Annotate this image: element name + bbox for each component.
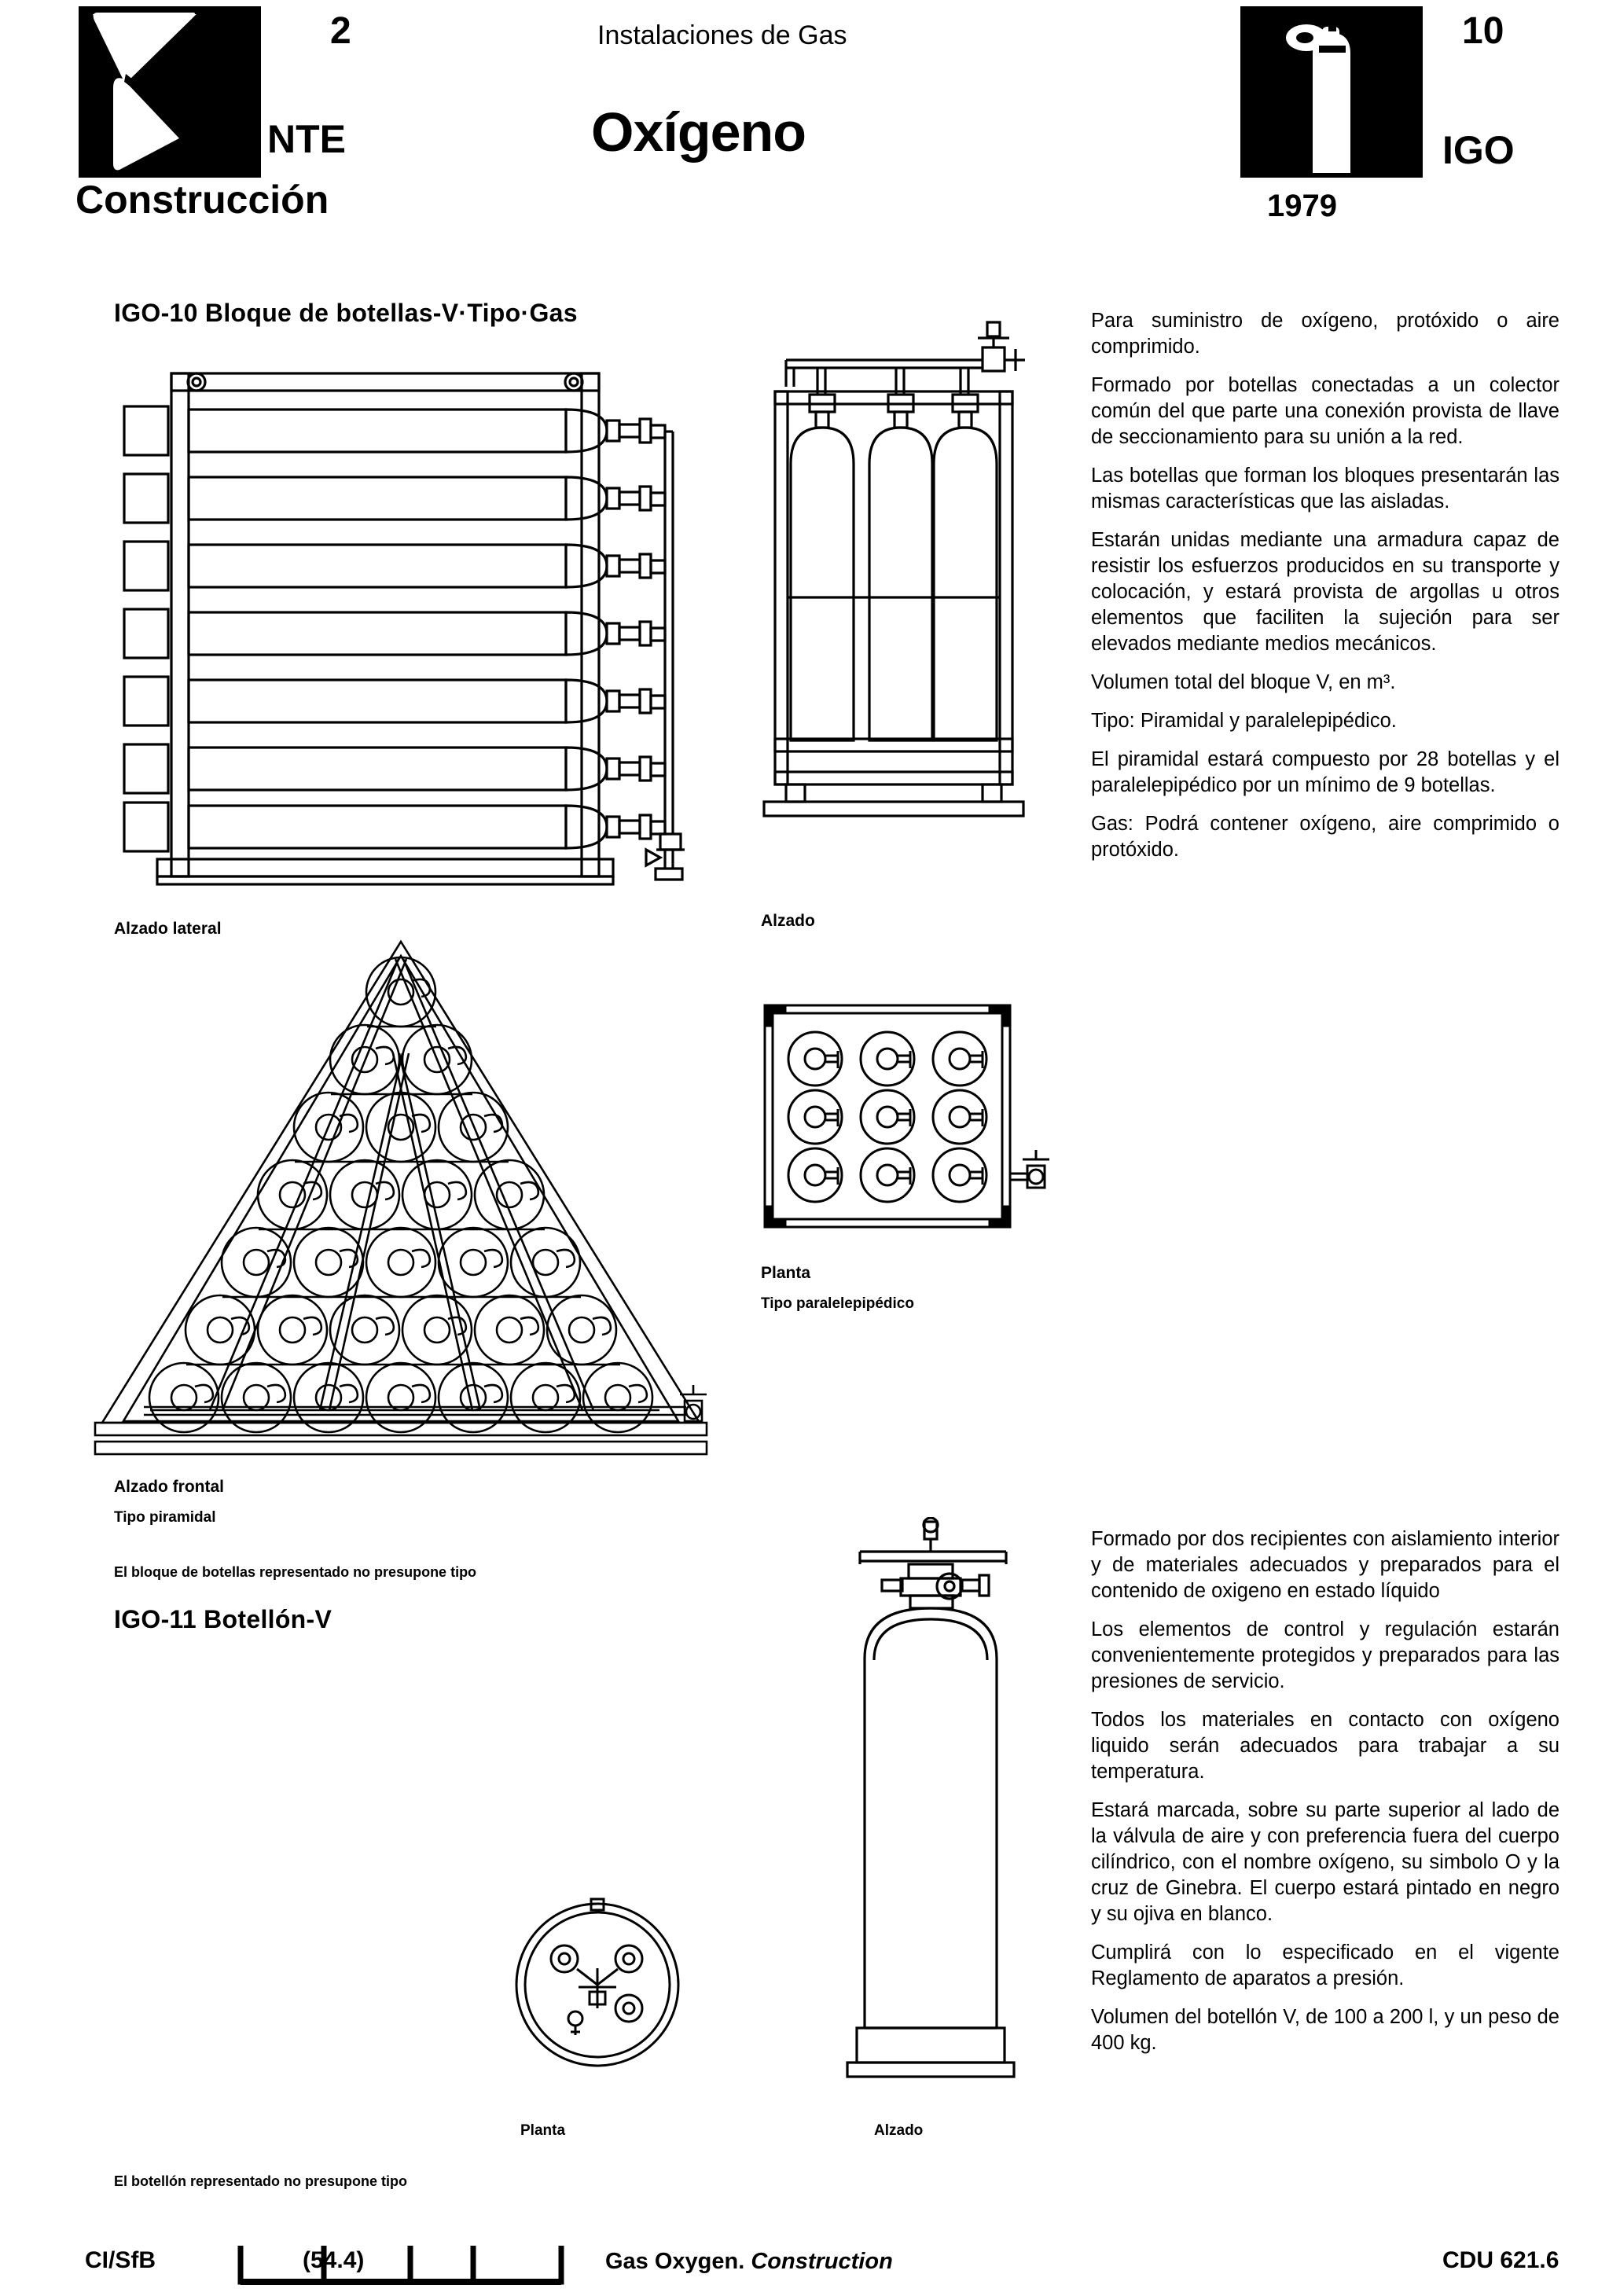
caption-tipo-piramidal: Tipo piramidal [114,1509,216,1526]
paragraph: Volumen total del bloque V, en m³. [1091,671,1396,693]
cdu-code: CDU 621.6 [1442,2247,1559,2273]
paragraph: Cumplirá con lo especificado en el vigen… [1091,1941,1559,1989]
page-header: 2 Instalaciones de Gas Oxígeno NTE Const… [0,0,1609,259]
drawing-front-elevation-pyramidal-block [90,935,727,1478]
paragraph: Volumen del botellón V, de 100 a 200 l, … [1091,2006,1559,2054]
drawing-side-elevation-bottle-block [110,358,707,908]
drawing-plan-view-botellon [503,1886,692,2083]
footer-title-italic: Construction [751,2249,893,2274]
caption-planta-botellon: Planta [520,2122,566,2139]
drawing-elevation-botellon [833,1517,1038,2099]
page-number-right: 10 [1462,10,1504,52]
paragraph: Estará marcada, sobre su parte superior … [1091,1799,1559,1925]
footer-title: Gas Oxygen. Construction [605,2249,893,2275]
drawing-plan-view-parallelepiped-block [751,994,1065,1254]
drawing-front-elevation-bottle-block [755,299,1069,896]
classification-boxes [237,2246,564,2285]
paragraph: Estarán unidas mediante una armadura cap… [1091,529,1559,655]
caption-alzado-frontal: Alzado frontal [114,1478,224,1496]
construccion-label: Construcción [75,178,329,222]
paragraph: Todos los materiales en contacto con oxí… [1091,1709,1559,1783]
paragraph: Formado por dos recipientes con aislamie… [1091,1528,1559,1602]
igo-label: IGO [1442,128,1515,172]
note-botellon: El botellón representado no presupone ti… [114,2173,408,2189]
page-title: Oxígeno [591,101,806,163]
footer-title-plain: Gas Oxygen. [605,2249,751,2274]
caption-alzado-botellon: Alzado [874,2122,924,2139]
paragraph: Los elementos de control y regulación es… [1091,1618,1559,1692]
nte-trowel-logo [79,6,261,178]
header-year: 1979 [1267,189,1337,223]
cisfb-label: CI/SfB [85,2247,156,2273]
paragraph: Para suministro de oxígeno, protóxido o … [1091,310,1559,358]
caption-alzado: Alzado [761,912,815,930]
caption-planta-paralelepipedico: Planta [761,1264,811,1282]
paragraph: El piramidal estará compuesto por 28 bot… [1091,748,1559,796]
section-heading-igo11: IGO-11 Botellón-V [114,1605,332,1633]
page-number-left: 2 [330,10,351,52]
header-subject: Instalaciones de Gas [597,20,847,50]
classification-code: (54.4) [303,2247,365,2273]
caption-tipo-paralelepipedico: Tipo paralelepipédico [761,1295,914,1312]
text-column-igo10: Para suministro de oxígeno, protóxido o … [1091,308,1559,876]
note-bloque-botellas: El bloque de botellas representado no pr… [114,1564,477,1580]
nte-label: NTE [267,117,346,161]
paragraph: Tipo: Piramidal y paralelepipédico. [1091,710,1397,732]
paragraph: Las botellas que forman los bloques pres… [1091,465,1559,512]
caption-alzado-lateral: Alzado lateral [114,920,222,938]
section-heading-igo10: IGO-10 Bloque de botellas-V·Tipo·Gas [114,299,578,327]
igo-gas-bottle-logo [1240,6,1423,178]
paragraph: Formado por botellas conectadas a un col… [1091,374,1559,448]
text-column-igo11: Formado por dos recipientes con aislamie… [1091,1526,1559,2069]
page-footer: CI/SfB (54.4) Gas Oxygen. Construction C… [0,2236,1609,2296]
paragraph: Gas: Podrá contener oxígeno, aire compri… [1091,813,1559,861]
